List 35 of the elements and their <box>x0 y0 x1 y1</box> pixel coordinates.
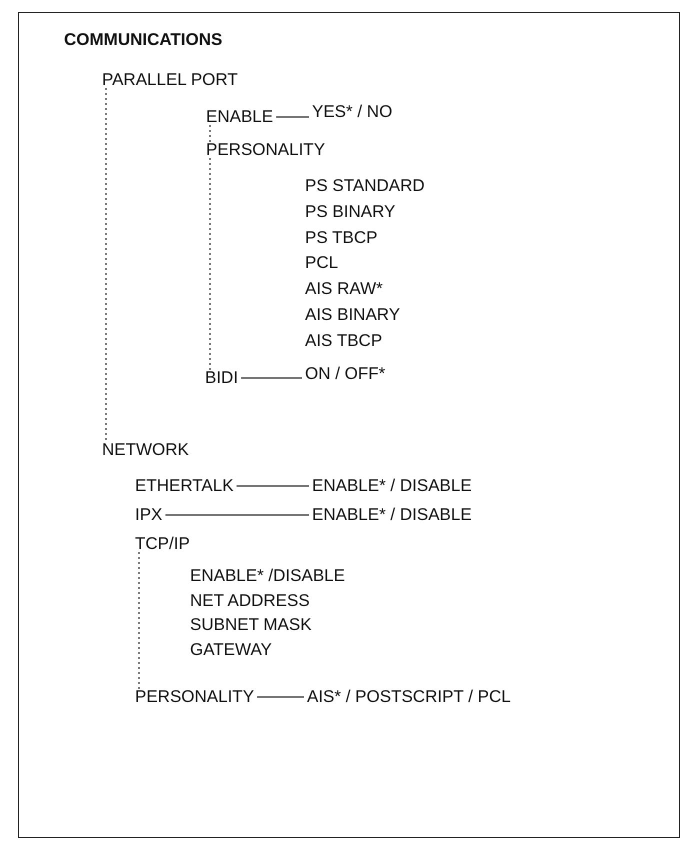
section-title: COMMUNICATIONS <box>64 30 222 50</box>
menu-item: NETWORK <box>102 440 189 460</box>
menu-item: ENABLE* / DISABLE <box>312 476 472 496</box>
menu-option: PCL <box>305 253 338 273</box>
menu-item: PERSONALITY <box>135 687 254 707</box>
menu-item: YES* / NO <box>312 102 392 122</box>
menu-option: PS BINARY <box>305 202 396 222</box>
menu-item: ETHERTALK <box>135 476 234 496</box>
connector-line <box>165 514 309 516</box>
menu-item: PERSONALITY <box>206 140 326 160</box>
menu-item: TCP/IP <box>135 534 190 554</box>
menu-option: NET ADDRESS <box>190 591 310 611</box>
menu-item: ON / OFF* <box>305 364 386 384</box>
menu-item: ENABLE* / DISABLE <box>312 505 472 525</box>
dotted-connector <box>105 88 107 442</box>
dotted-connector <box>209 158 211 370</box>
connector-line <box>276 116 309 118</box>
menu-option: AIS BINARY <box>305 305 400 325</box>
menu-option: SUBNET MASK <box>190 615 312 635</box>
dotted-connector <box>138 552 140 689</box>
menu-item: PARALLEL PORT <box>102 70 238 90</box>
menu-option: PS TBCP <box>305 228 378 248</box>
dotted-connector <box>209 125 211 142</box>
menu-item: BIDI <box>205 368 238 388</box>
menu-option: ENABLE* /DISABLE <box>190 566 345 586</box>
menu-item: IPX <box>135 505 162 525</box>
menu-option: GATEWAY <box>190 640 272 660</box>
menu-option: AIS TBCP <box>305 331 382 351</box>
menu-item: ENABLE <box>206 107 274 127</box>
connector-line <box>236 485 309 487</box>
menu-option: PS STANDARD <box>305 176 425 196</box>
menu-option: AIS RAW* <box>305 279 383 299</box>
menu-item: AIS* / POSTSCRIPT / PCL <box>307 687 511 707</box>
connector-line <box>257 696 304 698</box>
connector-line <box>241 377 302 379</box>
